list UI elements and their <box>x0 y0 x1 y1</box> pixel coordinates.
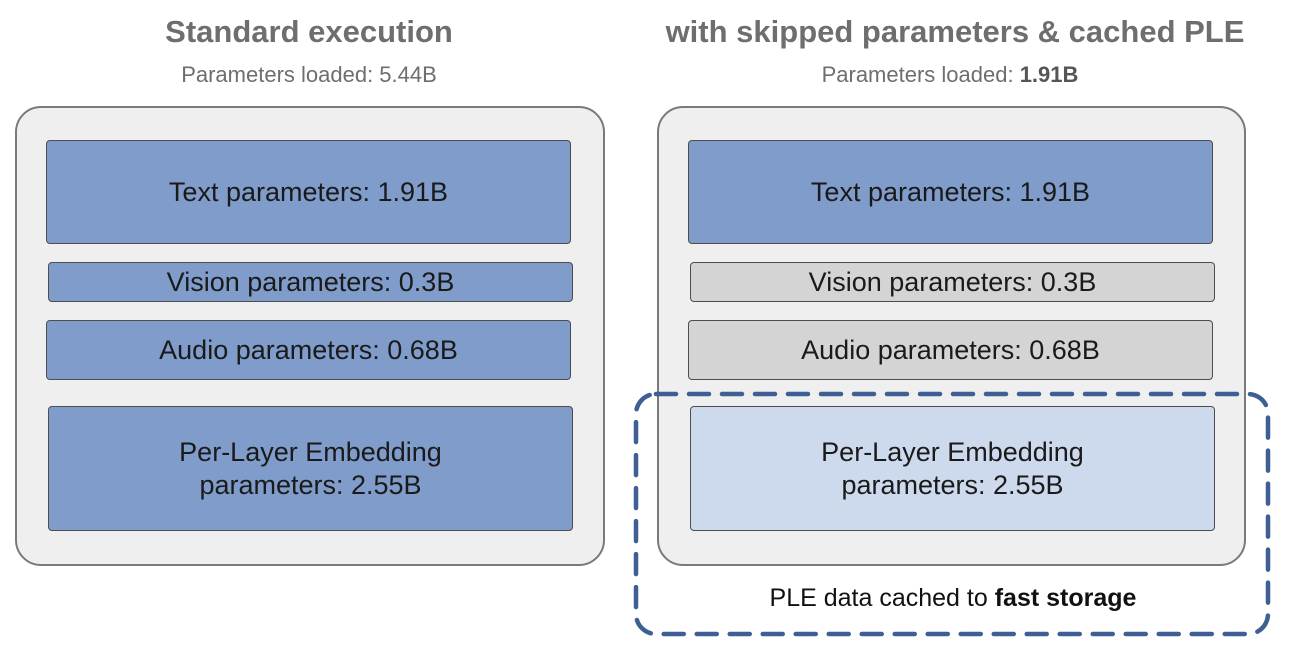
left-vision-parameters-label: Vision parameters: 0.3B <box>166 266 455 297</box>
right-subtitle-value: 1.91B <box>1019 62 1079 87</box>
left-subtitle-prefix: Parameters loaded: <box>181 62 380 87</box>
left-column-subtitle: Parameters loaded: 5.44B <box>0 61 618 89</box>
left-subtitle-value: 5.44B <box>379 62 437 87</box>
left-audio-parameters-label: Audio parameters: 0.68B <box>159 334 458 365</box>
right-ple-parameters-block: Per-Layer Embedding parameters: 2.55B <box>690 406 1215 531</box>
right-audio-parameters-label: Audio parameters: 0.68B <box>801 334 1100 365</box>
dashed-border-shape <box>633 391 1271 637</box>
right-audio-parameters-block: Audio parameters: 0.68B <box>688 320 1213 380</box>
right-column-title: with skipped parameters & cached PLE <box>665 14 1245 49</box>
right-subtitle-prefix: Parameters loaded: <box>821 62 1020 87</box>
left-vision-parameters-block: Vision parameters: 0.3B <box>48 262 573 302</box>
right-ple-label-line2: parameters: 2.55B <box>841 469 1064 500</box>
left-ple-label-line1: Per-Layer Embedding <box>179 436 442 467</box>
cache-caption: PLE data cached to fast storage <box>636 583 1270 613</box>
left-column-title: Standard execution <box>165 14 453 49</box>
right-text-parameters-block: Text parameters: 1.91B <box>688 140 1213 244</box>
left-text-parameters-block: Text parameters: 1.91B <box>46 140 571 244</box>
fast-storage-cache-outline <box>630 388 1275 640</box>
right-text-parameters-label: Text parameters: 1.91B <box>810 176 1091 207</box>
left-ple-parameters-block: Per-Layer Embedding parameters: 2.55B <box>48 406 573 531</box>
left-text-parameters-label: Text parameters: 1.91B <box>168 176 449 207</box>
cache-caption-bold: fast storage <box>994 584 1137 612</box>
left-ple-label-line2: parameters: 2.55B <box>199 469 422 500</box>
right-column-subtitle: Parameters loaded: 1.91B <box>618 61 1282 89</box>
right-vision-parameters-label: Vision parameters: 0.3B <box>808 266 1097 297</box>
left-audio-parameters-block: Audio parameters: 0.68B <box>46 320 571 380</box>
cache-caption-prefix: PLE data cached to <box>769 584 995 612</box>
right-ple-label-line1: Per-Layer Embedding <box>821 436 1084 467</box>
right-vision-parameters-block: Vision parameters: 0.3B <box>690 262 1215 302</box>
